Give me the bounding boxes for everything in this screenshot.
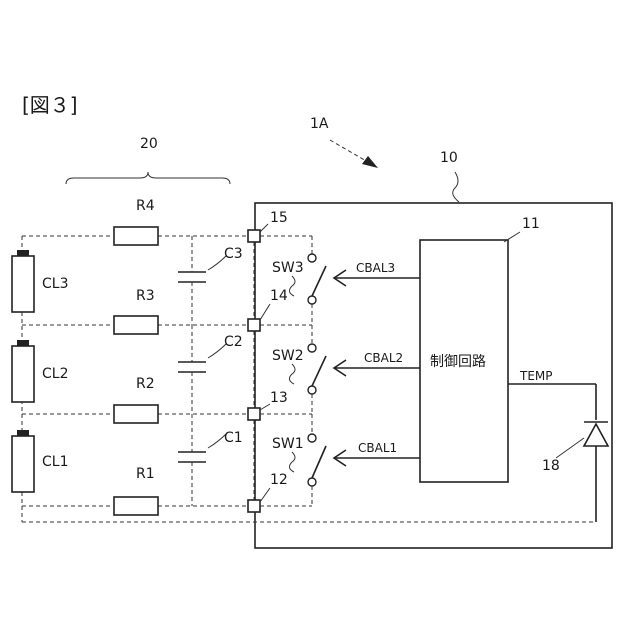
switch-sw1 — [308, 414, 326, 506]
capacitor-label-c3: C3 — [224, 246, 243, 262]
capacitor-c1 — [178, 414, 226, 506]
switch-squiggle-sw2 — [289, 364, 295, 384]
temp-line — [508, 384, 596, 522]
resistor-label-r2: R2 — [136, 376, 155, 392]
cell-label-cl1: CL1 — [42, 454, 68, 470]
control-leader — [504, 232, 520, 242]
switch-label-sw3: SW3 — [272, 260, 304, 276]
terminal-leader-13 — [260, 404, 270, 410]
signal-label-temp: TEMP — [519, 369, 553, 383]
resistor-r3 — [114, 316, 158, 334]
capacitor-c3 — [178, 236, 226, 325]
diode-leader — [556, 438, 584, 458]
cell-cl3 — [12, 250, 34, 312]
internal-bus — [254, 236, 312, 506]
diode-18 — [584, 422, 608, 446]
switch-label-sw1: SW1 — [272, 436, 304, 452]
terminal-label-15: 15 — [270, 210, 288, 226]
capacitor-c2 — [178, 325, 226, 414]
figure-title: [図３] — [22, 93, 78, 117]
resistor-r1 — [114, 497, 158, 515]
ref-board: 10 — [440, 150, 458, 166]
cell-cl2 — [12, 340, 34, 402]
ref-battery-group: 20 — [140, 136, 158, 152]
control-circuit-label: 制御回路 — [430, 354, 486, 370]
board-leader — [453, 172, 459, 202]
signal-label-cbal3: CBAL3 — [356, 261, 395, 275]
cell-label-cl3: CL3 — [42, 276, 68, 292]
switch-squiggle-sw3 — [289, 276, 295, 296]
terminal-label-12: 12 — [270, 472, 288, 488]
capacitor-label-c2: C2 — [224, 334, 243, 350]
resistor-label-r3: R3 — [136, 288, 155, 304]
terminal-leader-15 — [260, 224, 268, 232]
ref-control: 11 — [522, 216, 540, 232]
signal-label-cbal2: CBAL2 — [364, 351, 403, 365]
resistor-r2 — [114, 405, 158, 423]
resistor-r4 — [114, 227, 158, 245]
cell-cl1 — [12, 430, 34, 492]
resistor-label-r1: R1 — [136, 466, 155, 482]
resistor-label-r4: R4 — [136, 198, 155, 214]
terminal-leader-12 — [260, 488, 270, 502]
switch-squiggle-sw1 — [289, 452, 295, 472]
capacitor-label-c1: C1 — [224, 430, 243, 446]
switch-sw3 — [308, 236, 326, 325]
module-arrow — [330, 140, 378, 168]
terminal-13 — [248, 408, 260, 420]
ref-module: 1A — [310, 116, 329, 132]
switch-sw2 — [308, 325, 326, 414]
terminal-label-14: 14 — [270, 288, 288, 304]
terminal-15 — [248, 230, 260, 242]
battery-group-bracket — [66, 172, 230, 184]
ref-diode: 18 — [542, 458, 560, 474]
terminal-label-13: 13 — [270, 390, 288, 406]
cell-label-cl2: CL2 — [42, 366, 68, 382]
switch-label-sw2: SW2 — [272, 348, 304, 364]
terminal-14 — [248, 319, 260, 331]
signal-label-cbal1: CBAL1 — [358, 441, 397, 455]
terminal-leader-14 — [260, 304, 270, 320]
terminal-12 — [248, 500, 260, 512]
